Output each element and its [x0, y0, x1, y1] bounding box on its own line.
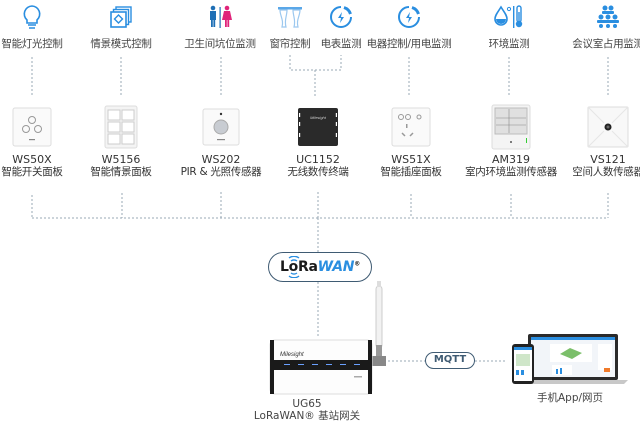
category-label: 电器控制/用电监测 — [366, 38, 452, 50]
wan-text: WAN — [317, 259, 355, 275]
registered-mark: ® — [354, 260, 360, 268]
humidity-temperature-icon — [494, 5, 523, 28]
lora-text: LoRa — [280, 259, 318, 275]
category-meter: 电表监测 — [291, 0, 391, 51]
device-name: 智能插座面板 — [380, 166, 442, 178]
socket-panel-image — [391, 107, 431, 147]
switch-panel-image — [12, 107, 52, 147]
scene-icon — [110, 6, 132, 28]
device-vs121: VS121 空间人数传感器 — [553, 104, 640, 179]
category-label: 环境监测 — [488, 38, 530, 50]
category-label: 卫生间坑位监测 — [184, 38, 256, 50]
mqtt-badge: MQTT — [425, 352, 475, 369]
device-ws202: WS202 PIR & 光照传感器 — [166, 104, 276, 179]
category-curtain: 窗帘控制 — [240, 0, 340, 51]
gateway-brand: Milesight — [280, 352, 304, 358]
device-model: UC1152 — [296, 153, 340, 166]
device-name: 智能情景面板 — [90, 166, 152, 178]
device-ws51x: WS51X 智能插座面板 — [356, 104, 466, 179]
app-label: 手机App/网页 — [536, 392, 604, 404]
device-model: WS51X — [391, 153, 431, 166]
category-restroom: 卫生间坑位监测 — [170, 0, 270, 51]
category-lighting: 智能灯光控制 — [0, 0, 82, 51]
uc1152-image: Milesight — [298, 108, 338, 146]
environment-sensor-image — [491, 104, 531, 150]
device-name: PIR & 光照传感器 — [180, 166, 262, 178]
connector-line — [289, 55, 342, 71]
laptop-phone-image — [512, 334, 628, 384]
category-environment: 环境监测 — [459, 0, 559, 51]
lightbulb-icon — [23, 5, 41, 29]
device-name: 空间人数传感器 — [572, 166, 640, 178]
category-scene: 情景模式控制 — [71, 0, 171, 51]
device-uc1152: Milesight UC1152 无线数传终端 — [263, 104, 373, 179]
device-w5156: W5156 智能情景面板 — [66, 104, 176, 179]
device-am319: AM319 室内环境监测传感器 — [456, 104, 566, 179]
device-name: 无线数传终端 — [287, 166, 349, 178]
svg-text:Milesight: Milesight — [310, 115, 327, 120]
scene-panel-image — [104, 105, 138, 149]
category-appliance: 电器控制/用电监测 — [359, 0, 459, 51]
category-label: 情景模式控制 — [90, 38, 152, 50]
restroom-icon — [210, 5, 232, 28]
lorawan-logo: LoRaWAN® — [280, 259, 360, 275]
people-counter-image — [587, 106, 629, 148]
gateway-label: UG65 LoRaWAN® 基站网关 — [252, 398, 362, 422]
device-model: W5156 — [101, 153, 141, 166]
lorawan-badge: LoRaWAN® — [268, 252, 372, 282]
gateway-model: UG65 — [292, 398, 322, 410]
device-model: WS202 — [201, 153, 241, 166]
category-label: 窗帘控制 — [269, 38, 311, 50]
device-model: WS50X — [12, 153, 52, 166]
category-meeting-room: 会议室占用监测 — [558, 0, 640, 51]
gateway-image: Milesight — [269, 281, 386, 395]
category-label: 会议室占用监测 — [572, 38, 640, 50]
category-label: 智能灯光控制 — [1, 38, 63, 50]
device-model: AM319 — [491, 153, 530, 166]
pir-sensor-image — [202, 108, 240, 146]
device-model: VS121 — [590, 153, 626, 166]
device-name: 智能开关面板 — [1, 166, 63, 178]
curtain-icon — [278, 7, 302, 28]
device-name: 室内环境监测传感器 — [465, 166, 557, 178]
gateway-name: LoRaWAN® 基站网关 — [253, 410, 361, 422]
radio-waves-icon — [288, 256, 300, 278]
device-ws50x: WS50X 智能开关面板 — [0, 104, 87, 179]
category-label: 电表监测 — [320, 38, 362, 50]
people-icon — [597, 5, 619, 28]
power-meter-icon — [398, 6, 420, 28]
power-meter-icon — [330, 6, 352, 28]
